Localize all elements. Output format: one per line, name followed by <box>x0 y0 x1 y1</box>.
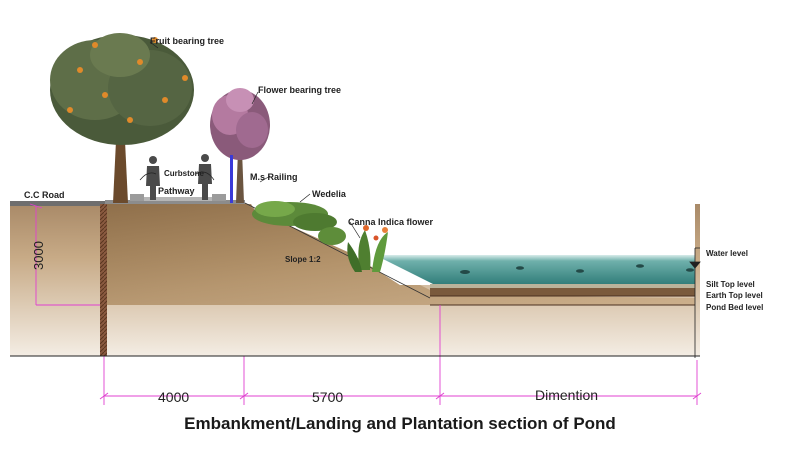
railing-label: M.s Railing <box>250 172 298 182</box>
slope-width-dimension: 5700 <box>312 389 343 405</box>
road-width-dimension: 4000 <box>158 389 189 405</box>
fruit-tree-icon <box>50 33 194 203</box>
pathway-label: Pathway <box>158 186 195 196</box>
slope-label: Slope 1:2 <box>285 255 321 264</box>
wedelia-shrub-icon <box>252 201 346 245</box>
silt-top-label: Silt Top level <box>706 280 755 289</box>
ms-railing <box>230 155 233 203</box>
pond-width-dimension: Dimention <box>535 387 598 403</box>
cc-road-label: C.C Road <box>24 190 65 200</box>
curbstone-label: Curbstone <box>164 169 205 178</box>
person-icon <box>146 154 212 200</box>
canna-indica-icon <box>347 225 388 272</box>
pond-bed-label: Pond Bed level <box>706 303 763 312</box>
retaining-wall <box>100 204 107 356</box>
flower-tree-label: Flower bearing tree <box>258 85 341 95</box>
pond-water <box>375 255 695 306</box>
leader-lines <box>139 41 361 239</box>
height-dimension: 3000 <box>31 241 46 270</box>
dimension-lines <box>29 203 702 405</box>
fruit-tree-label: Fruit bearing tree <box>150 36 224 46</box>
canna-label: Canna Indica flower <box>348 217 434 227</box>
wedelia-label: Wedelia <box>312 189 347 199</box>
pathway-surface <box>144 197 212 201</box>
curbstone-right <box>212 194 226 201</box>
fish-icon <box>460 264 694 274</box>
water-level-label: Water level <box>706 249 748 258</box>
earth-top-label: Earth Top level <box>706 291 763 300</box>
level-markers <box>689 247 701 358</box>
curbstone-left <box>130 194 144 201</box>
diagram-caption: Embankment/Landing and Plantation sectio… <box>184 414 616 433</box>
flower-tree-icon <box>210 88 270 203</box>
